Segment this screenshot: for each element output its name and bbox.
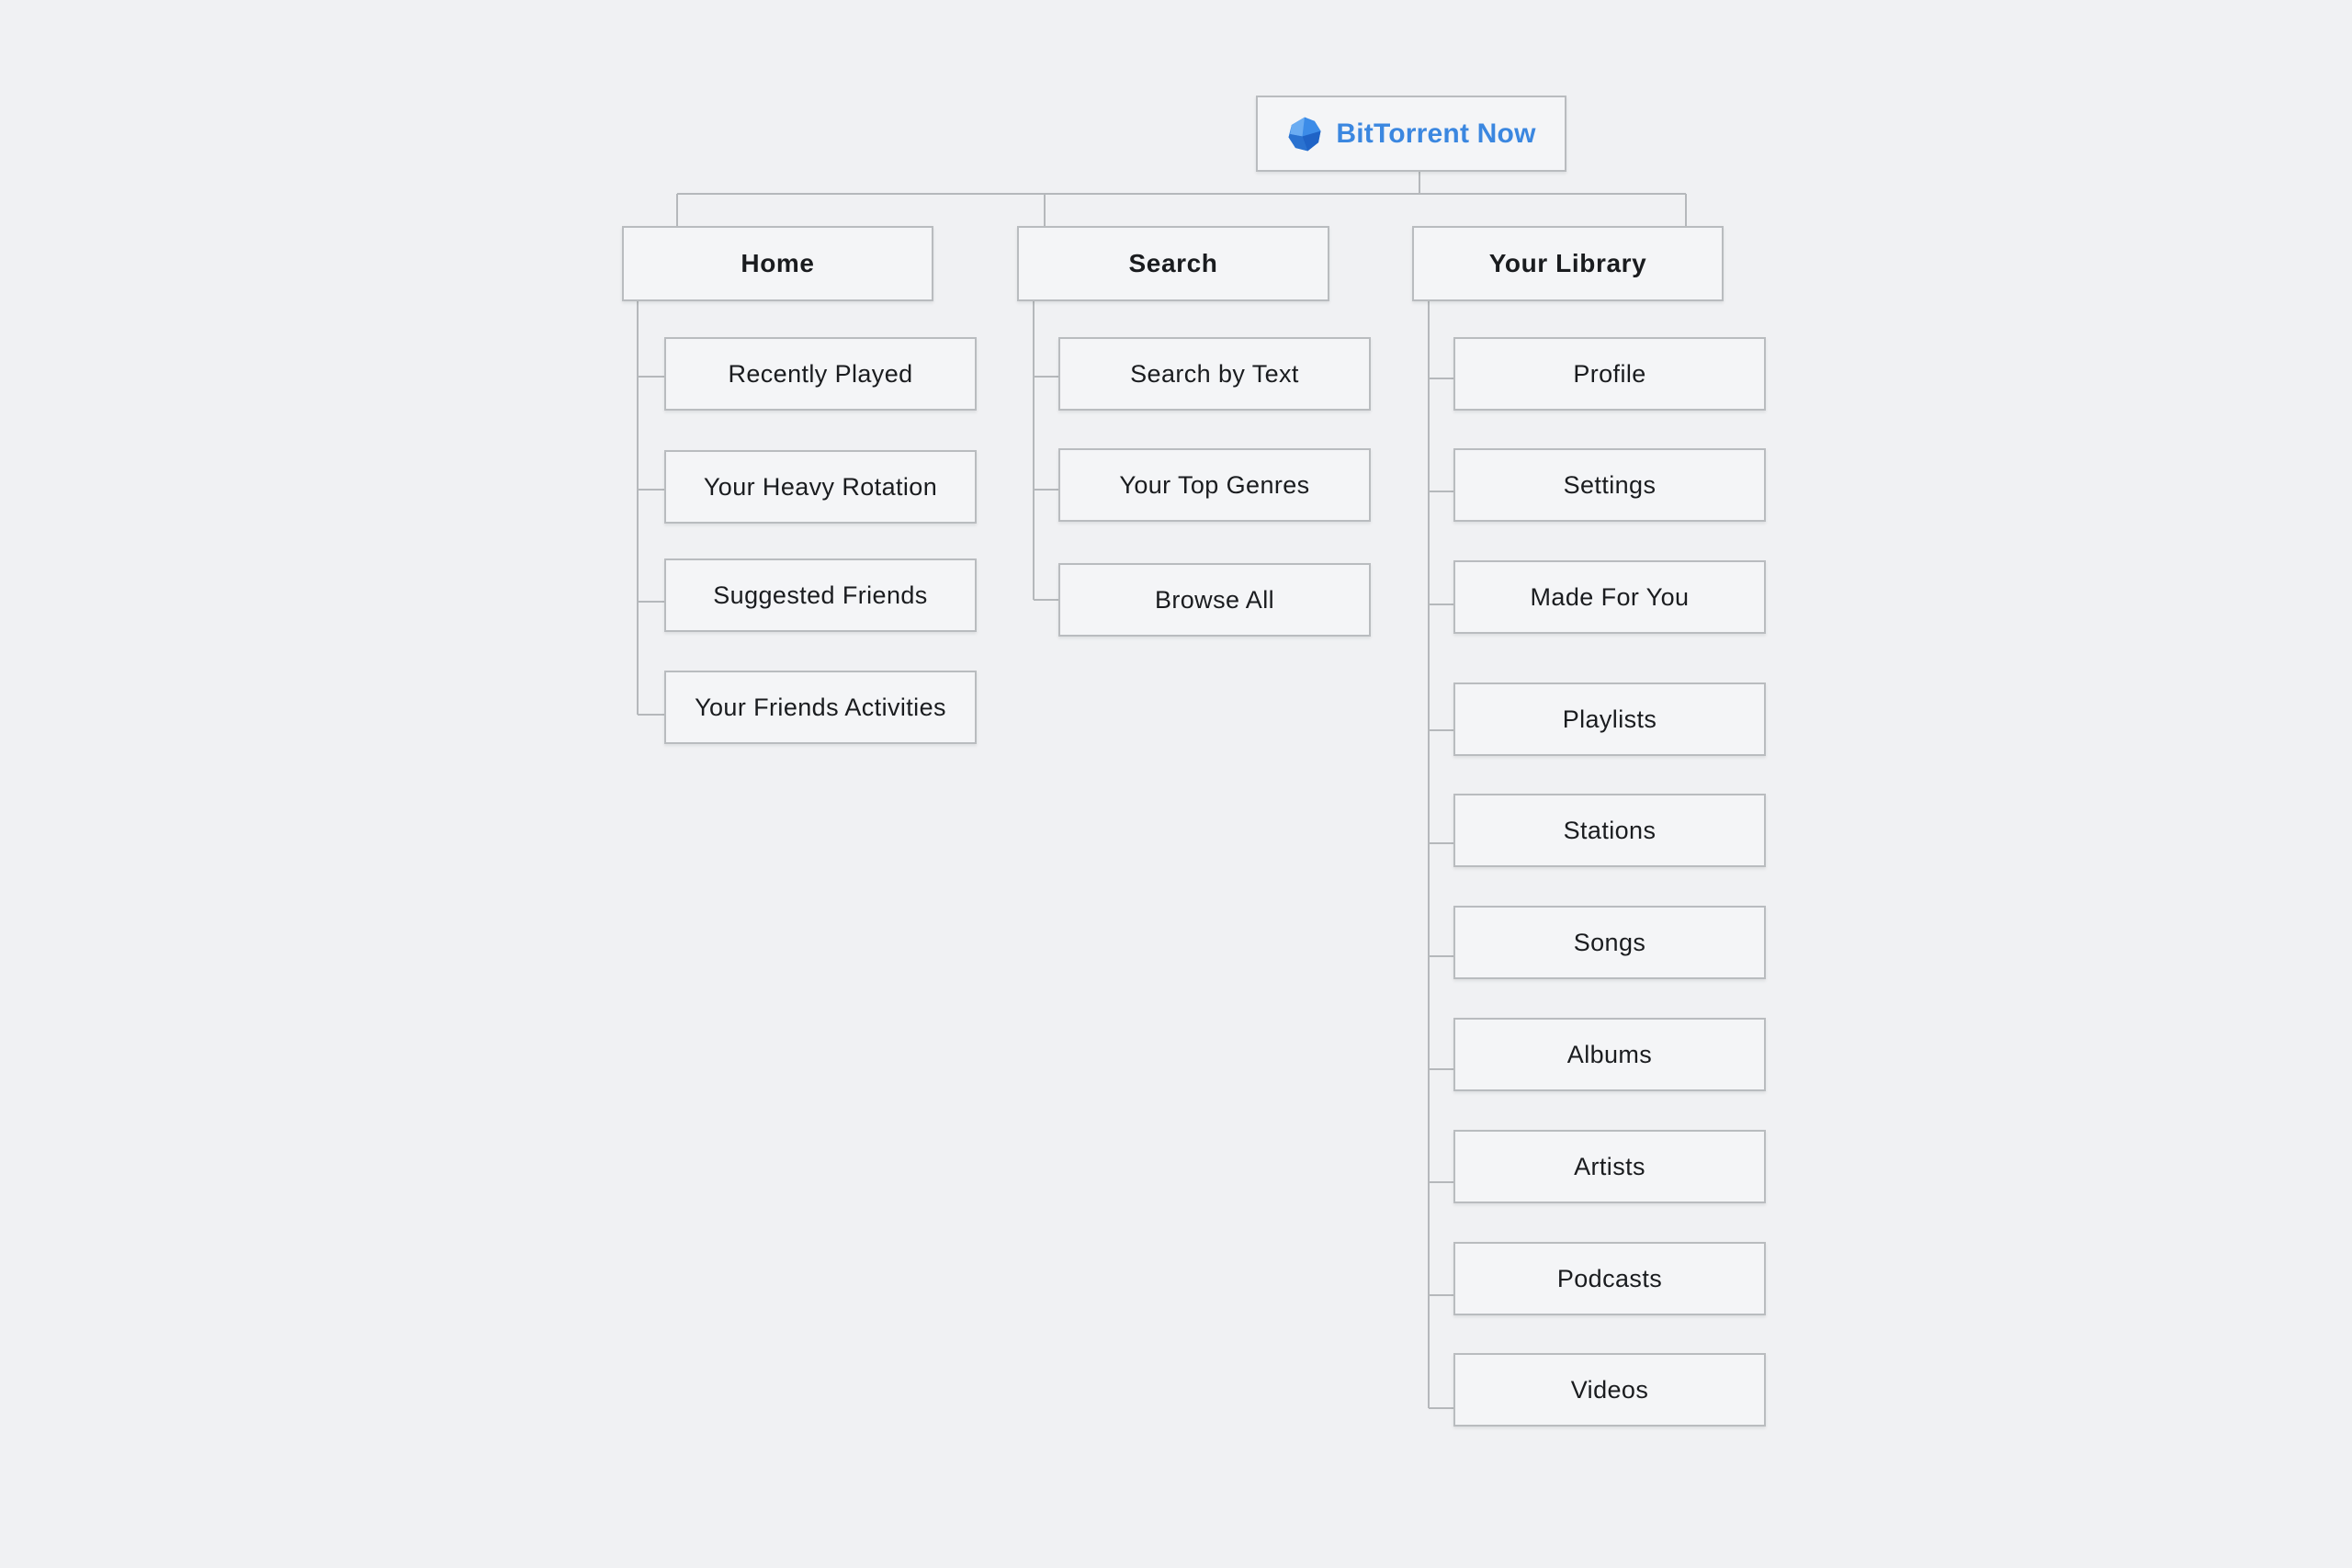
node-your-library[interactable]: Your Library [1412,226,1724,301]
node-your-heavy-rotation[interactable]: Your Heavy Rotation [664,450,977,524]
node-bittorrent-now[interactable]: BitTorrent Now [1256,96,1566,172]
node-label: Stations [1563,816,1657,844]
node-label: Profile [1573,359,1646,388]
node-label: Songs [1573,928,1646,956]
root-label: BitTorrent Now [1336,118,1536,149]
node-label: Videos [1570,1375,1649,1404]
node-label: Podcasts [1556,1264,1663,1292]
node-browse-all[interactable]: Browse All [1058,563,1371,637]
node-label: Browse All [1154,585,1275,614]
node-label: Made For You [1530,582,1690,611]
node-your-top-genres[interactable]: Your Top Genres [1058,448,1371,522]
node-label: Albums [1566,1040,1653,1068]
bittorrent-gem-icon [1286,116,1323,152]
node-label: Settings [1563,470,1657,499]
node-made-for-you[interactable]: Made For You [1453,560,1766,634]
node-search[interactable]: Search [1017,226,1329,301]
node-label: Suggested Friends [713,581,928,609]
node-label: Search by Text [1130,359,1299,388]
node-home[interactable]: Home [622,226,933,301]
node-label: Artists [1574,1152,1645,1180]
node-label: Your Library [1488,249,1647,277]
node-label: Playlists [1562,705,1657,733]
node-search-by-text[interactable]: Search by Text [1058,337,1371,411]
node-label: Your Heavy Rotation [703,472,938,501]
node-playlists[interactable]: Playlists [1453,682,1766,756]
node-label: Recently Played [728,359,913,388]
node-label: Search [1128,249,1218,277]
node-label: Your Top Genres [1119,470,1310,499]
node-albums[interactable]: Albums [1453,1018,1766,1091]
node-recently-played[interactable]: Recently Played [664,337,977,411]
node-label: Home [741,249,815,277]
node-settings[interactable]: Settings [1453,448,1766,522]
node-songs[interactable]: Songs [1453,906,1766,979]
node-suggested-friends[interactable]: Suggested Friends [664,558,977,632]
node-label: Your Friends Activities [695,693,946,721]
node-artists[interactable]: Artists [1453,1130,1766,1203]
node-your-friends-activities[interactable]: Your Friends Activities [664,671,977,744]
node-videos[interactable]: Videos [1453,1353,1766,1427]
node-profile[interactable]: Profile [1453,337,1766,411]
node-podcasts[interactable]: Podcasts [1453,1242,1766,1315]
node-stations[interactable]: Stations [1453,794,1766,867]
